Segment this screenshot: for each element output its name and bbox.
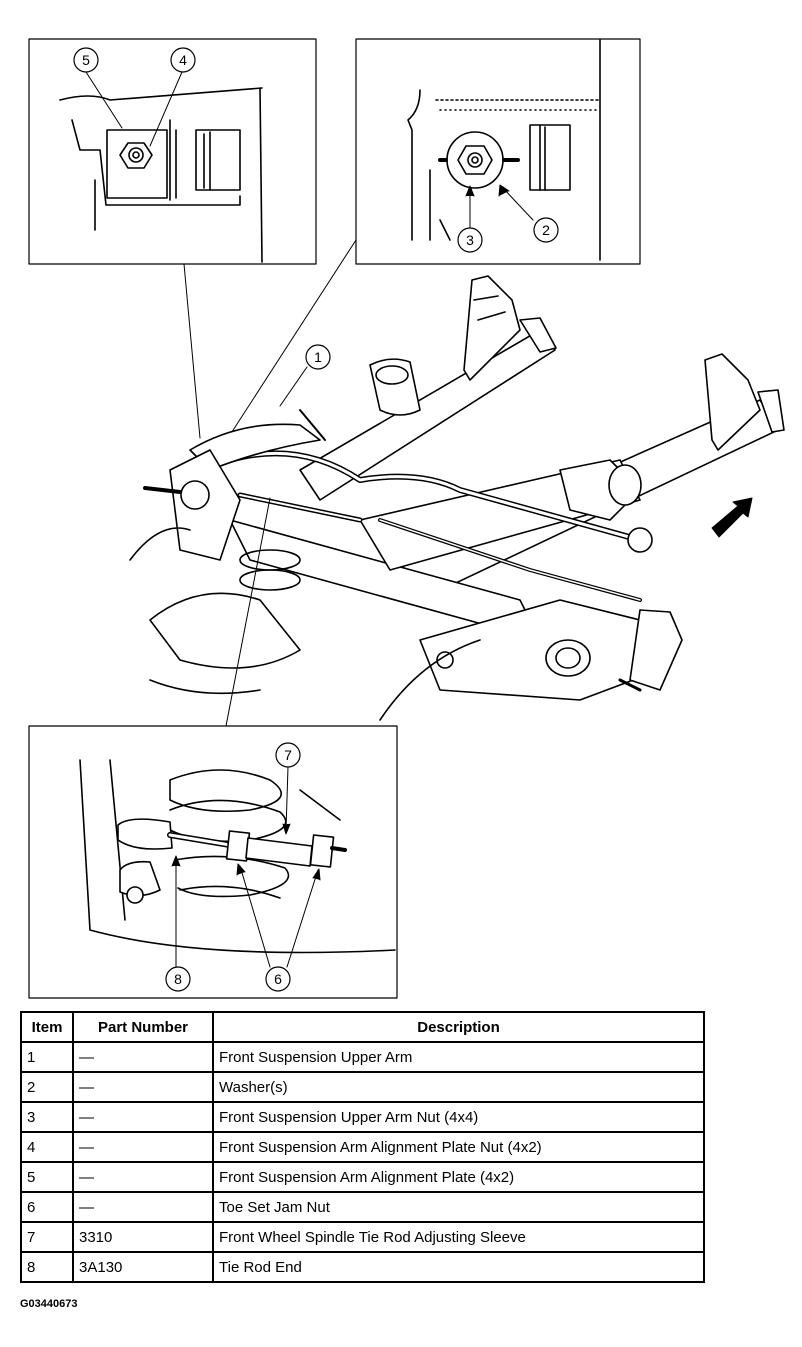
- description-cell: Washer(s): [212, 1071, 705, 1103]
- svg-text:3: 3: [466, 232, 474, 248]
- callout-7: 7: [275, 742, 301, 768]
- table-header-row: Item Part Number Description: [20, 1011, 705, 1043]
- part-number-cell: —: [72, 1101, 214, 1133]
- svg-text:1: 1: [314, 349, 322, 365]
- table-row: 3 — Front Suspension Upper Arm Nut (4x4): [20, 1101, 705, 1133]
- item-cell: 3: [20, 1101, 74, 1133]
- description-cell: Front Wheel Spindle Tie Rod Adjusting Sl…: [212, 1221, 705, 1253]
- inset-alignment-plate: [28, 38, 317, 265]
- part-number-cell: —: [72, 1161, 214, 1193]
- svg-text:4: 4: [179, 52, 187, 68]
- callout-2: 2: [533, 217, 559, 243]
- parts-table: Item Part Number Description 1 — Front S…: [20, 1011, 705, 1283]
- svg-text:5: 5: [82, 52, 90, 68]
- table-row: 8 3A130 Tie Rod End: [20, 1251, 705, 1283]
- part-number-cell: —: [72, 1191, 214, 1223]
- part-number-cell: —: [72, 1131, 214, 1163]
- svg-text:7: 7: [284, 747, 292, 763]
- callout-4: 4: [170, 47, 196, 73]
- description-cell: Toe Set Jam Nut: [212, 1191, 705, 1223]
- part-number-cell: —: [72, 1071, 214, 1103]
- inset-upper-arm-nut: [355, 38, 641, 265]
- callout-8: 8: [165, 966, 191, 992]
- description-cell: Tie Rod End: [212, 1251, 705, 1283]
- item-cell: 1: [20, 1041, 74, 1073]
- item-cell: 2: [20, 1071, 74, 1103]
- callout-5: 5: [73, 47, 99, 73]
- header-description: Description: [212, 1011, 705, 1043]
- inset-tie-rod: [28, 725, 398, 999]
- item-cell: 6: [20, 1191, 74, 1223]
- part-number-cell: —: [72, 1041, 214, 1073]
- table-row: 2 — Washer(s): [20, 1071, 705, 1103]
- suspension-diagram: 1 2 3 4 5 6 7 8: [28, 38, 785, 999]
- description-cell: Front Suspension Upper Arm: [212, 1041, 705, 1073]
- item-cell: 4: [20, 1131, 74, 1163]
- main-suspension-view: [129, 275, 785, 721]
- item-cell: 5: [20, 1161, 74, 1193]
- svg-text:2: 2: [542, 222, 550, 238]
- svg-text:6: 6: [274, 971, 282, 987]
- callouts: 1 2 3 4 5 6 7 8: [73, 47, 559, 992]
- svg-text:8: 8: [174, 971, 182, 987]
- front-direction-arrow: [711, 497, 753, 538]
- table-row: 5 — Front Suspension Arm Alignment Plate…: [20, 1161, 705, 1193]
- item-cell: 8: [20, 1251, 74, 1283]
- callout-6: 6: [265, 966, 291, 992]
- item-cell: 7: [20, 1221, 74, 1253]
- part-number-cell: 3310: [72, 1221, 214, 1253]
- callout-3: 3: [457, 227, 483, 253]
- description-cell: Front Suspension Upper Arm Nut (4x4): [212, 1101, 705, 1133]
- description-cell: Front Suspension Arm Alignment Plate (4x…: [212, 1161, 705, 1193]
- table-row: 7 3310 Front Wheel Spindle Tie Rod Adjus…: [20, 1221, 705, 1253]
- table-row: 6 — Toe Set Jam Nut: [20, 1191, 705, 1223]
- header-item: Item: [20, 1011, 74, 1043]
- table-row: 1 — Front Suspension Upper Arm: [20, 1041, 705, 1073]
- table-row: 4 — Front Suspension Arm Alignment Plate…: [20, 1131, 705, 1163]
- header-part-number: Part Number: [72, 1011, 214, 1043]
- callout-1: 1: [305, 344, 331, 370]
- part-number-cell: 3A130: [72, 1251, 214, 1283]
- description-cell: Front Suspension Arm Alignment Plate Nut…: [212, 1131, 705, 1163]
- figure-id: G03440673: [20, 1298, 78, 1310]
